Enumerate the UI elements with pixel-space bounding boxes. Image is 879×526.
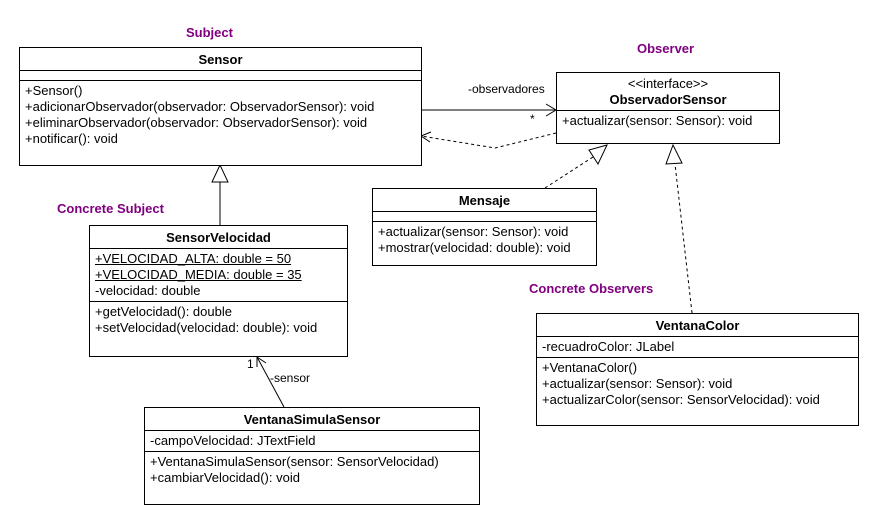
attributes-section [373,211,596,221]
class-observador-sensor[interactable]: <<interface>> ObservadorSensor +actualiz… [556,72,780,144]
operation: +actualizar(sensor: Sensor): void [562,113,753,128]
sensor-association-arrowhead [256,356,267,367]
mensaje-realization-line [544,156,594,189]
operation: +mostrar(velocidad: double): void [378,240,571,255]
operations-section: +actualizar(sensor: Sensor): void [557,110,779,131]
operation: +adicionarObservador(observador: Observa… [25,99,375,114]
operation: +actualizar(sensor: Sensor): void [542,376,733,391]
attribute: -velocidad: double [95,283,201,298]
sensor-association-line [256,356,285,408]
operations-section: +getVelocidad(): double +setVelocidad(ve… [90,301,347,338]
attribute: -campoVelocidad: JTextField [150,433,316,448]
class-ventana-simula-sensor[interactable]: VentanaSimulaSensor -campoVelocidad: JTe… [144,407,480,505]
observadores-role-label: -observadores [468,82,545,96]
class-name: VentanaColor [655,318,740,333]
ventanacolor-realization-arrowhead [665,143,683,165]
class-name: SensorVelocidad [166,230,271,245]
attribute: +VELOCIDAD_MEDIA: double = 35 [95,267,302,282]
operations-section: +VentanaSimulaSensor(sensor: SensorVeloc… [145,451,479,488]
sensor-role-label: -sensor [270,371,311,385]
operation: +setVelocidad(velocidad: double): void [95,320,318,335]
operation: +notificar(): void [25,131,118,146]
operation: +VentanaSimulaSensor(sensor: SensorVeloc… [150,454,439,469]
notify-dependency-line [420,132,557,149]
observadores-multiplicity: * [530,112,535,126]
concrete-subject-role-label: Concrete Subject [57,201,164,216]
attribute: -recuadroColor: JLabel [542,339,675,354]
class-name: ObservadorSensor [609,92,727,107]
concrete-observers-role-label: Concrete Observers [529,281,654,296]
ventanacolor-realization-line [674,163,693,314]
operation: +Sensor() [25,83,83,98]
class-name: VentanaSimulaSensor [243,412,381,427]
attributes-section: -campoVelocidad: JTextField [145,430,479,451]
class-name: Mensaje [458,193,511,208]
class-ventana-color[interactable]: VentanaColor -recuadroColor: JLabel +Ven… [536,313,859,426]
attributes-section: -recuadroColor: JLabel [537,336,858,357]
attributes-section [20,70,421,80]
subject-role-label: Subject [186,25,233,40]
class-mensaje[interactable]: Mensaje +actualizar(sensor: Sensor): voi… [372,188,597,266]
operation: +VentanaColor() [542,360,638,375]
class-name: Sensor [198,52,243,67]
mensaje-realization-arrowhead [588,144,608,166]
operation: +actualizar(sensor: Sensor): void [378,224,569,239]
class-sensor[interactable]: Sensor +Sensor() +adicionarObservador(ob… [19,47,422,166]
interface-stereotype: <<interface>> [627,76,709,91]
operations-section: +VentanaColor() +actualizar(sensor: Sens… [537,357,858,410]
generalization-arrowhead [211,163,229,183]
operation: +actualizarColor(sensor: SensorVelocidad… [542,392,820,407]
attributes-section: +VELOCIDAD_ALTA: double = 50 +VELOCIDAD_… [90,248,347,301]
operations-section: +actualizar(sensor: Sensor): void +mostr… [373,221,596,258]
operation: +getVelocidad(): double [95,304,232,319]
class-sensor-velocidad[interactable]: SensorVelocidad +VELOCIDAD_ALTA: double … [89,225,348,357]
operation: +eliminarObservador(observador: Observad… [25,115,368,130]
operation: +cambiarVelocidad(): void [150,470,300,485]
observer-role-label: Observer [637,41,695,56]
operations-section: +Sensor() +adicionarObservador(observado… [20,80,421,149]
attribute: +VELOCIDAD_ALTA: double = 50 [95,251,292,266]
sensor-multiplicity: 1 [247,357,254,371]
